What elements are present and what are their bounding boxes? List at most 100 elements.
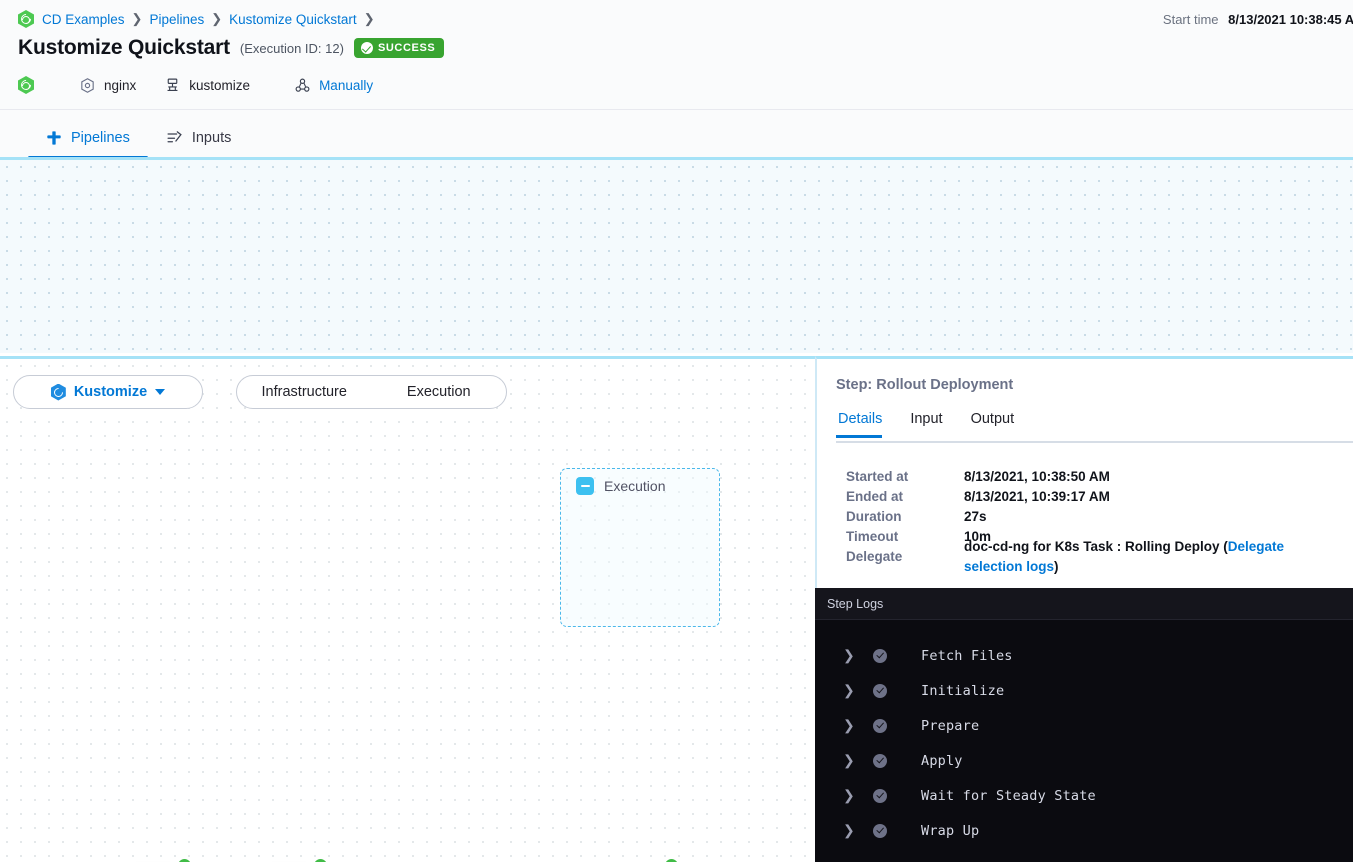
step-details-list: Started at 8/13/2021, 10:38:50 AM Ended …: [846, 467, 1341, 574]
status-badge: SUCCESS: [353, 38, 445, 58]
chevron-right-icon[interactable]: ❯: [843, 647, 855, 663]
start-time: Start time 8/13/2021 10:38:45 AM: [1163, 12, 1353, 27]
stage-execution-graph[interactable]: Execution: [0, 356, 815, 862]
chevron-down-icon[interactable]: [155, 389, 166, 395]
execution-id: (Execution ID: 12): [239, 40, 344, 56]
detail-row-started-at: Started at 8/13/2021, 10:38:50 AM: [846, 467, 1341, 487]
log-row-fetch-files[interactable]: ❯ Fetch Files: [815, 638, 1353, 673]
meta-row: nginx kustomize Manually: [18, 76, 373, 94]
log-row-label: Wait for Steady State: [921, 787, 1096, 804]
breadcrumb: CD Examples ❯ Pipelines ❯ Kustomize Quic…: [18, 10, 375, 28]
tab-inputs-label: Inputs: [191, 129, 232, 146]
chevron-right-icon[interactable]: ❯: [843, 822, 855, 838]
tab-pipelines-label: Pipelines: [71, 130, 130, 146]
detail-label: Ended at: [846, 489, 904, 504]
minus-icon[interactable]: [576, 477, 594, 495]
log-row-wait-for-steady-state[interactable]: ❯ Wait for Steady State: [815, 778, 1353, 813]
meta-infrastructure-label: kustomize: [189, 77, 251, 93]
step-detail-tabs: Details Input Output: [836, 411, 1353, 443]
detail-value: 8/13/2021, 10:38:50 AM: [964, 469, 1110, 484]
detail-label: Delegate: [846, 549, 903, 564]
detail-value: doc-cd-ng for K8s Task : Rolling Deploy …: [964, 537, 1341, 577]
breadcrumb-separator: ❯: [363, 11, 375, 26]
detail-row-delegate: Delegate doc-cd-ng for K8s Task : Rollin…: [846, 539, 1341, 574]
detail-value: 8/13/2021, 10:39:17 AM: [964, 489, 1110, 504]
meta-trigger-label[interactable]: Manually: [319, 77, 374, 93]
detail-row-ended-at: Ended at 8/13/2021, 10:39:17 AM: [846, 487, 1341, 507]
breadcrumb-item-cd-examples[interactable]: CD Examples: [42, 11, 125, 27]
log-status-success-icon: [873, 648, 887, 663]
meta-service: nginx: [79, 77, 136, 94]
main-tabbar: Pipelines Inputs: [0, 110, 1353, 159]
detail-value: 27s: [964, 509, 987, 524]
chevron-right-icon[interactable]: ❯: [843, 752, 855, 768]
log-status-success-icon: [873, 718, 887, 733]
pipeline-graph-top[interactable]: Kustomize: [0, 157, 1353, 353]
pipeline-icon: [47, 131, 61, 145]
toggle-execution[interactable]: Execution: [406, 384, 471, 400]
tab-pipelines[interactable]: Pipelines: [28, 130, 148, 159]
log-row-label: Initialize: [921, 682, 1005, 699]
tab-details[interactable]: Details: [836, 411, 896, 438]
log-row-prepare[interactable]: ❯ Prepare: [815, 708, 1353, 743]
step-status-success-icon: [312, 857, 329, 862]
step-status-success-icon: [176, 857, 193, 862]
delegate-text-prefix: doc-cd-ng for K8s Task : Rolling Deploy …: [964, 539, 1228, 554]
page-header: CD Examples ❯ Pipelines ❯ Kustomize Quic…: [0, 0, 1353, 110]
log-status-success-icon: [873, 753, 887, 768]
log-status-success-icon: [873, 683, 887, 698]
log-row-label: Wrap Up: [921, 822, 980, 839]
harness-hex-icon: [18, 10, 34, 28]
log-row-label: Apply: [921, 752, 963, 769]
inputs-icon: [167, 131, 182, 143]
log-row-initialize[interactable]: ❯ Initialize: [815, 673, 1353, 708]
detail-row-duration: Duration 27s: [846, 507, 1341, 527]
service-icon: [81, 77, 94, 93]
detail-label: Started at: [846, 469, 909, 484]
title-row: Kustomize Quickstart (Execution ID: 12) …: [18, 36, 445, 60]
breadcrumb-separator: ❯: [211, 11, 223, 26]
stage-selector[interactable]: Kustomize: [13, 375, 203, 409]
execution-group-label: Execution: [604, 478, 666, 494]
detail-label: Duration: [846, 509, 902, 524]
step-logs-panel: Step Logs ❯ Fetch Files ❯ Initialize ❯ P…: [815, 588, 1353, 862]
execution-group-header: Execution: [576, 477, 665, 495]
infrastructure-icon: [167, 78, 178, 91]
harness-hex-icon: [50, 383, 66, 401]
log-status-success-icon: [873, 823, 887, 838]
meta-service-label: nginx: [104, 77, 137, 93]
stage-view-toggle[interactable]: Infrastructure Execution: [236, 375, 507, 409]
stage-selector-label: Kustomize: [73, 384, 148, 400]
meta-infrastructure: kustomize: [164, 77, 250, 94]
start-time-value: 8/13/2021 10:38:45 AM: [1228, 12, 1353, 27]
breadcrumb-item-pipelines[interactable]: Pipelines: [149, 11, 205, 27]
chevron-right-icon[interactable]: ❯: [843, 717, 855, 733]
log-row-label: Prepare: [921, 717, 980, 734]
step-detail-title: Step: Rollout Deployment: [836, 377, 1014, 393]
log-row-apply[interactable]: ❯ Apply: [815, 743, 1353, 778]
detail-label: Timeout: [846, 529, 899, 544]
tab-output[interactable]: Output: [970, 411, 1015, 427]
detail-row-timeout: Timeout 10m: [846, 527, 1341, 547]
harness-hex-icon: [18, 76, 34, 94]
breadcrumb-item-kustomize-quickstart[interactable]: Kustomize Quickstart: [229, 11, 357, 27]
check-icon: [360, 42, 373, 54]
toggle-infrastructure[interactable]: Infrastructure: [261, 384, 347, 400]
chevron-right-icon[interactable]: ❯: [843, 787, 855, 803]
log-row-wrap-up[interactable]: ❯ Wrap Up: [815, 813, 1353, 848]
chevron-right-icon[interactable]: ❯: [843, 682, 855, 698]
tab-input[interactable]: Input: [910, 411, 943, 427]
delegate-text-suffix: ): [1054, 559, 1059, 574]
log-status-success-icon: [873, 788, 887, 803]
delegate-selection-logs-link[interactable]: Delegate selection logs: [964, 539, 1285, 574]
log-row-label: Fetch Files: [921, 647, 1013, 664]
status-badge-label: SUCCESS: [377, 42, 436, 54]
step-logs-header: Step Logs: [815, 588, 1353, 620]
start-time-label: Start time: [1162, 12, 1219, 27]
page-title: Kustomize Quickstart: [18, 36, 230, 59]
step-status-success-icon: [663, 857, 680, 862]
meta-trigger[interactable]: Manually: [294, 77, 373, 94]
step-logs-list: ❯ Fetch Files ❯ Initialize ❯ Prepare ❯ A…: [815, 620, 1353, 848]
tab-inputs[interactable]: Inputs: [148, 129, 250, 157]
